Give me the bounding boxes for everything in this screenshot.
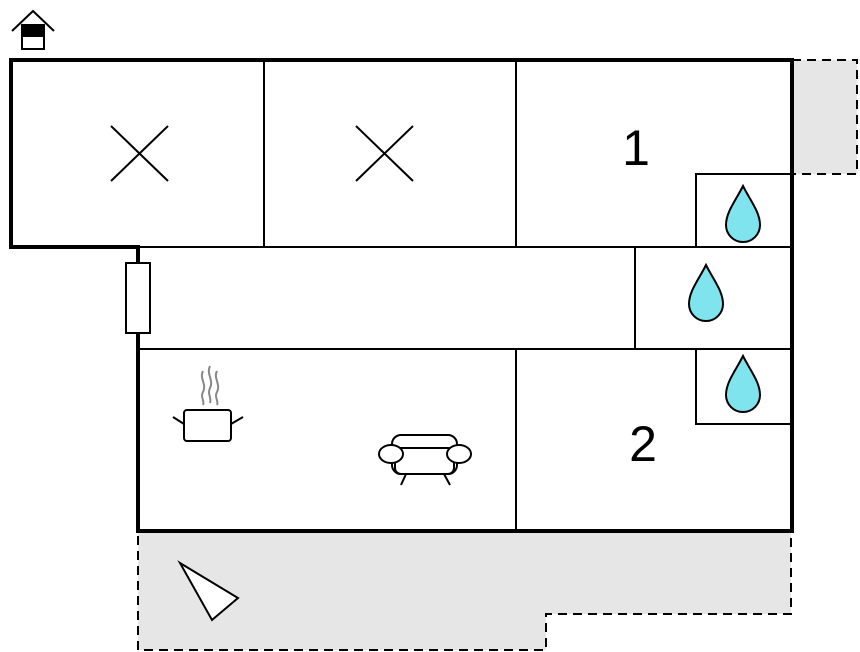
terrace-right <box>791 59 858 175</box>
exterior-walls <box>9 58 794 533</box>
cross-icon <box>110 125 169 182</box>
radiator-icon <box>125 262 151 334</box>
interior-walls <box>138 61 791 531</box>
cross-icon <box>355 125 414 182</box>
water-drop-icon <box>724 353 762 413</box>
sofa-icon <box>378 434 472 486</box>
water-drop-icon <box>687 262 725 322</box>
water-drop-icon <box>724 183 762 243</box>
north-arrow-icon <box>177 560 240 622</box>
house-entrance-icon <box>11 9 55 50</box>
terrace-bottom <box>137 530 792 651</box>
room-label-2: 2 <box>629 416 657 472</box>
cooking-pot-icon <box>172 365 244 442</box>
room-label-1: 1 <box>622 120 650 176</box>
